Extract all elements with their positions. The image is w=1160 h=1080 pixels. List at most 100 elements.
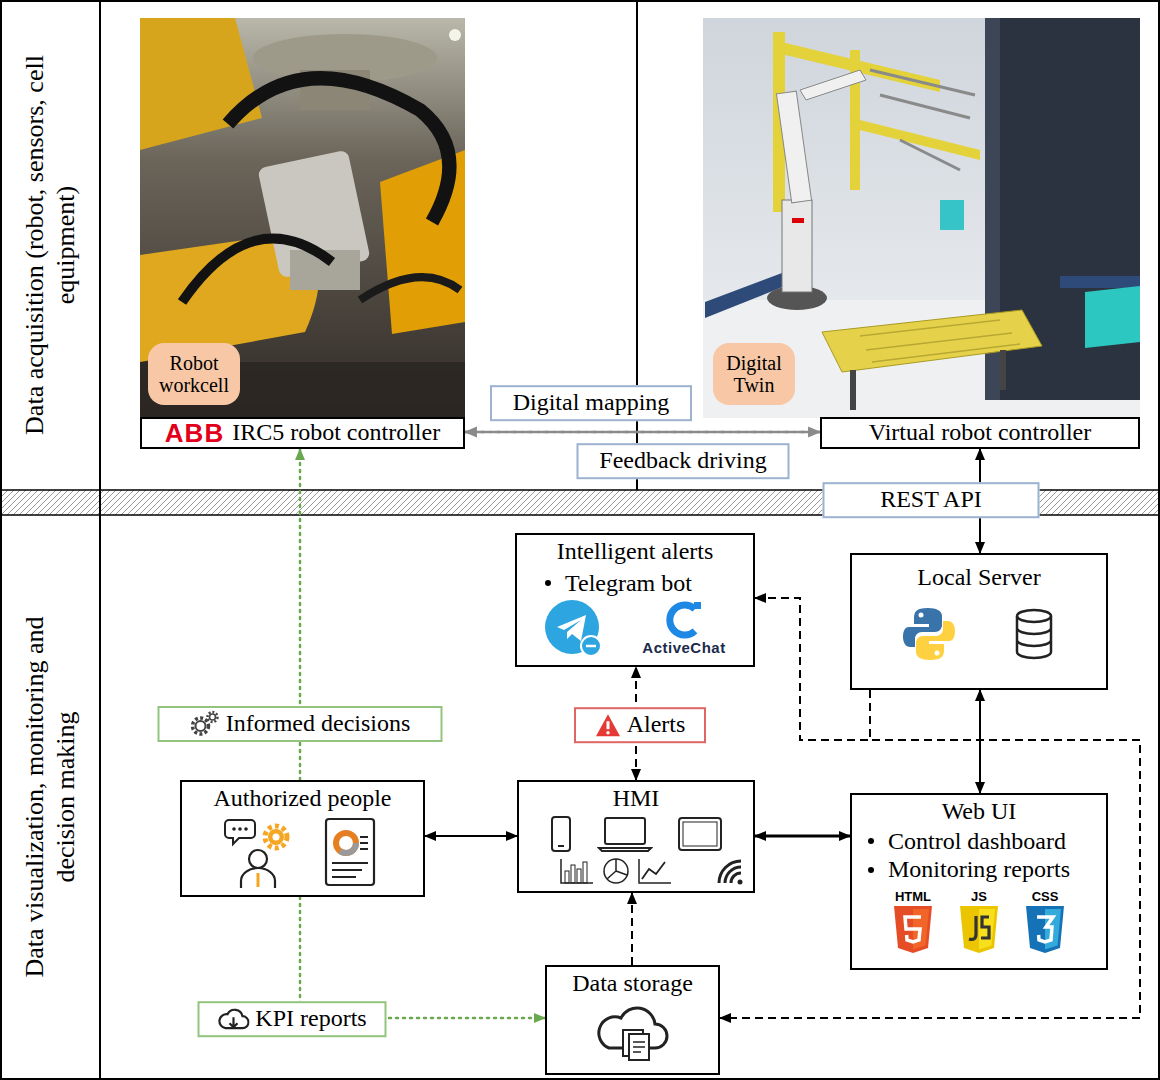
tech-logo: HTML: [891, 890, 935, 954]
node-text: HTML: [895, 890, 931, 904]
hmi-box: HMI: [517, 780, 755, 893]
bullet-row: Monitoring reports: [868, 856, 1070, 884]
connector: [465, 431, 820, 434]
edge-label: Informed decisions: [226, 710, 411, 738]
report-icon: [322, 817, 382, 889]
edge-label: Feedback driving: [599, 447, 766, 475]
node-text: CSS: [1032, 890, 1059, 904]
python-icon-svg: [902, 606, 956, 662]
db-icon: [1012, 607, 1056, 661]
node-text: Monitoring reports: [888, 856, 1070, 884]
bullet-dot: [868, 867, 874, 873]
bars-icon: [559, 857, 595, 885]
connector: [425, 835, 517, 837]
laptop-icon-svg: [597, 815, 653, 853]
pie-icon-svg: [601, 857, 631, 885]
linechart-icon: [637, 857, 673, 885]
band: Data visualization, monitoring and decis…: [0, 515, 1160, 1080]
storage-box: Data storage: [545, 965, 720, 1075]
css3-icon-svg: [1023, 904, 1067, 954]
telegram-icon: [544, 599, 602, 657]
node-text: Digital Twin: [717, 352, 791, 396]
node-text: Web UI: [942, 798, 1017, 826]
connector: [755, 835, 850, 838]
edge-label-box: Feedback driving: [577, 443, 790, 479]
node-text: Local Server: [917, 564, 1040, 592]
python-icon: [902, 606, 956, 662]
wifi-icon: [715, 857, 745, 885]
phone-icon: [549, 815, 573, 853]
bullet-row: Control dashboard: [868, 828, 1066, 856]
js-icon-svg: [957, 904, 1001, 954]
report-icon-svg: [322, 817, 382, 889]
phone-icon-svg: [549, 815, 573, 853]
node-text: Robot workcell: [152, 352, 236, 396]
node-text: JS: [971, 890, 987, 904]
chart-row: [519, 857, 753, 885]
controller-box: Virtual robot controller: [820, 417, 1140, 449]
node-text: ActiveChat: [642, 640, 725, 657]
alerts-box: Intelligent alertsTelegram botActiveChat: [515, 533, 755, 667]
edge-label-box: REST API: [823, 482, 1040, 518]
edge-label: REST API: [880, 486, 982, 514]
controller-box: ABBIRC5 robot controller: [140, 417, 465, 449]
laptop-icon: [597, 815, 653, 853]
linechart-icon-svg: [637, 857, 673, 885]
device-row: [549, 815, 723, 853]
person-icon: [224, 817, 296, 889]
connector: [979, 690, 981, 793]
node-text: HMI: [613, 785, 660, 813]
tech-logo: CSS: [1023, 890, 1067, 954]
node-text: Intelligent alerts: [557, 538, 714, 566]
node-text: Control dashboard: [888, 828, 1066, 856]
connector: [720, 690, 1140, 1018]
tablet-icon: [677, 815, 723, 853]
edge-label-box: Digital mapping: [490, 385, 692, 421]
activechat-icon-svg: [664, 600, 704, 640]
icon-row: [902, 606, 1056, 662]
html5-icon-svg: [891, 904, 935, 954]
edge-label: Digital mapping: [513, 389, 670, 417]
bullet-dot: [868, 838, 874, 844]
edge-label-box: KPI reports: [198, 1001, 387, 1037]
tablet-icon-svg: [677, 815, 723, 853]
gear-icon: [190, 710, 220, 738]
node-text: Virtual robot controller: [869, 419, 1092, 447]
connector: [465, 431, 820, 434]
js-icon: [957, 904, 1001, 954]
edge-label: Alerts: [627, 711, 686, 739]
server-box: Local Server: [850, 553, 1108, 690]
tech-row: HTML JS CSS: [891, 890, 1067, 954]
node-text: Data acquisition (robot, sensors, cell e…: [19, 25, 81, 465]
connector: [631, 893, 633, 965]
bullet-dot: [545, 580, 551, 586]
warn-icon-svg: [595, 713, 621, 737]
edge-label-box: Alerts: [574, 707, 706, 743]
connector: [300, 897, 545, 1018]
cloud-icon: [595, 1002, 671, 1064]
gear-icon-svg: [190, 710, 220, 738]
edge-label-box: Informed decisions: [158, 706, 443, 742]
pie-icon: [601, 857, 631, 885]
tech-logo: JS: [957, 890, 1001, 954]
webui-box: Web UIControl dashboardMonitoring report…: [850, 793, 1108, 970]
cloudDown-icon-svg: [217, 1006, 249, 1032]
logo-row: ActiveChat: [544, 599, 725, 657]
photo-tag: Digital Twin: [713, 343, 795, 405]
person-icon-svg: [224, 817, 296, 889]
icon-row: [224, 817, 382, 889]
bullet-row: Telegram bot: [545, 570, 692, 598]
node-text: Data visualization, monitoring and decis…: [19, 582, 81, 1012]
warn-icon: [595, 713, 621, 737]
node-text: IRC5 robot controller: [232, 419, 440, 447]
wifi-icon-svg: [715, 857, 745, 885]
activechat-icon: [664, 600, 704, 640]
logo-column: ActiveChat: [642, 600, 725, 657]
node-text: Authorized people: [214, 785, 392, 813]
workcell-photo: [140, 18, 465, 418]
cloudDown-icon: [217, 1006, 249, 1032]
html5-icon: [891, 904, 935, 954]
node-text: Data storage: [572, 970, 693, 998]
